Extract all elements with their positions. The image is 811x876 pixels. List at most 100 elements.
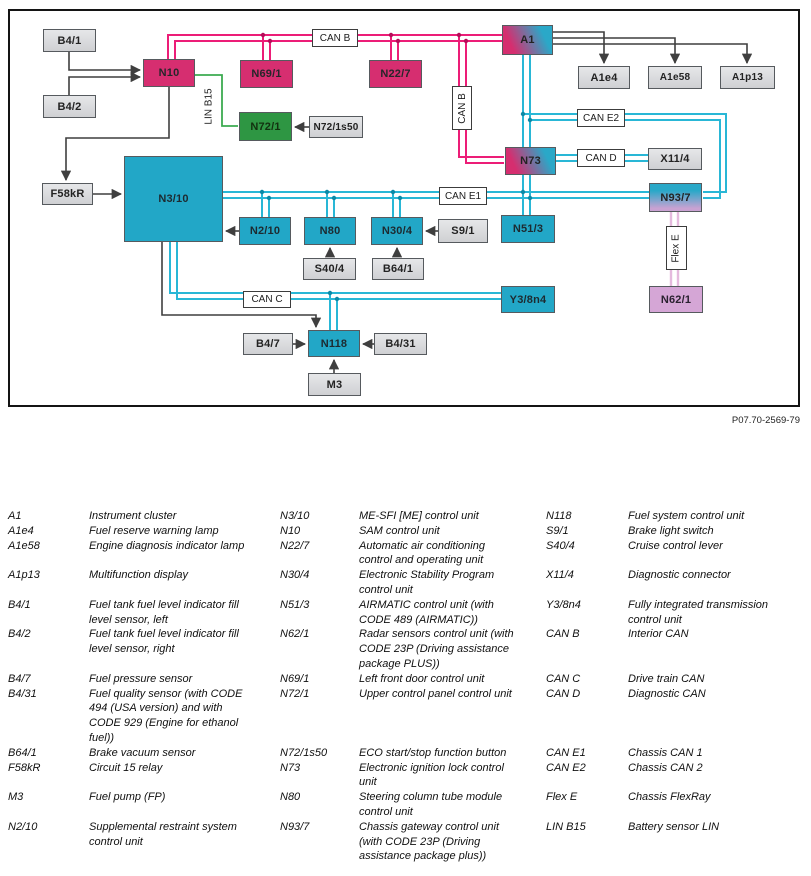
legend-code: B4/2 (8, 628, 31, 641)
legend-desc: Diagnostic CAN (628, 687, 706, 700)
legend-desc: Cruise control lever (628, 539, 723, 552)
unit-box-a1p13: A1p13 (720, 66, 775, 89)
bus-label-can-b: CAN B (312, 29, 358, 47)
unit-box-s9-1: S9/1 (438, 219, 488, 243)
legend-code: S9/1 (546, 524, 569, 537)
unit-box-n80: N80 (304, 217, 356, 245)
legend-code: N72/1 (280, 687, 310, 700)
bus-label-can-b-vertical: CAN B (452, 86, 472, 130)
legend-code: M3 (8, 791, 24, 804)
legend-code: N30/4 (280, 569, 310, 582)
legend-code: N93/7 (280, 820, 310, 833)
bus-label-can-d: CAN D (577, 149, 625, 167)
legend-code: N69/1 (280, 672, 310, 685)
legend-code: N2/10 (8, 820, 38, 833)
legend-desc: AIRMATIC control unit (with CODE 489 (AI… (359, 598, 494, 626)
legend-table: A1 Instrument cluster N3/10 ME-SFI [ME] con… (8, 509, 803, 864)
legend-desc: Fuel reserve warning lamp (89, 524, 219, 537)
unit-box-f58kr: F58kR (42, 183, 93, 205)
unit-box-s40-4: S40/4 (303, 258, 356, 280)
legend-desc: Upper control panel control unit (359, 687, 512, 700)
legend-desc: Radar sensors control unit (with CODE 23… (359, 628, 514, 670)
legend-desc: Chassis gateway control unit (with CODE … (359, 820, 500, 863)
legend-code: A1e58 (8, 539, 40, 552)
unit-box-a1: A1 (502, 25, 553, 55)
legend-desc: Fully integrated transmission control un… (628, 598, 769, 626)
unit-box-n69-1: N69/1 (240, 60, 293, 88)
signal-wires (60, 31, 753, 373)
legend-desc: Drive train CAN (628, 672, 705, 685)
legend-code: N3/10 (280, 510, 310, 522)
unit-box-n72-1s50: N72/1s50 (309, 116, 363, 138)
legend-code: B64/1 (8, 746, 37, 759)
unit-box-b4-31: B4/31 (374, 333, 427, 355)
unit-box-n2-10: N2/10 (239, 217, 291, 245)
junction-dots (259, 32, 533, 302)
legend-desc: Interior CAN (628, 628, 689, 641)
legend-desc: Battery sensor LIN (628, 820, 720, 833)
legend-code: N80 (280, 791, 301, 804)
legend-code: X11/4 (546, 569, 574, 582)
legend-code: S40/4 (546, 539, 575, 552)
unit-box-n30-4: N30/4 (371, 217, 423, 245)
legend-desc: Chassis FlexRay (628, 791, 711, 804)
legend-code: CAN E2 (546, 761, 586, 774)
unit-box-n22-7: N22/7 (369, 60, 422, 88)
legend-code: CAN C (546, 672, 581, 685)
unit-box-n62-1: N62/1 (649, 286, 703, 313)
unit-box-n3-10: N3/10 (124, 156, 223, 242)
unit-box-n72-1: N72/1 (239, 112, 292, 141)
unit-box-x11-4: X11/4 (648, 148, 702, 170)
unit-box-a1e4: A1e4 (578, 66, 630, 89)
legend-code: B4/1 (8, 598, 31, 611)
legend-code: B4/31 (8, 687, 37, 700)
legend-code: CAN E1 (546, 746, 586, 759)
diagram-caption: P07.70-2569-79 (731, 415, 800, 426)
legend-code: CAN B (546, 628, 580, 641)
legend-desc: ME-SFI [ME] control unit (359, 510, 479, 522)
legend-desc: Supplemental restraint system control un… (89, 820, 237, 848)
unit-box-n118: N118 (308, 330, 360, 357)
legend-code: N72/1s50 (280, 746, 328, 759)
legend-code: F58kR (8, 761, 41, 774)
unit-box-n51-3: N51/3 (501, 215, 555, 243)
legend-desc: Engine diagnosis indicator lamp (89, 539, 245, 552)
legend-desc: Fuel tank fuel level indicator fill leve… (89, 628, 239, 656)
bus-label-flex-e: Flex E (666, 226, 687, 270)
unit-box-m3: M3 (308, 373, 361, 396)
legend-desc: Circuit 15 relay (89, 761, 163, 774)
unit-box-n10: N10 (143, 59, 195, 87)
unit-box-a1e58: A1e58 (648, 66, 702, 89)
legend-code: A1 (8, 510, 22, 522)
legend-code: B4/7 (8, 672, 31, 685)
legend-desc: Fuel system control unit (628, 510, 745, 522)
legend-code: Flex E (546, 791, 578, 804)
legend-desc: Instrument cluster (89, 510, 177, 522)
legend-desc: Chassis CAN 2 (628, 761, 703, 774)
legend-desc: ECO start/stop function button (359, 746, 507, 759)
unit-box-b4-2: B4/2 (43, 95, 96, 118)
unit-box-b4-1: B4/1 (43, 29, 96, 52)
bus-label-can-e2: CAN E2 (577, 109, 625, 127)
legend-code: N51/3 (280, 598, 310, 611)
legend-desc: Electronic Stability Program control uni… (359, 569, 495, 596)
legend-desc: Fuel pump (FP) (89, 791, 166, 804)
legend-code: A1e4 (8, 524, 34, 537)
legend-desc: SAM control unit (359, 524, 440, 537)
legend-desc: Fuel quality sensor (with CODE 494 (USA … (89, 687, 243, 744)
unit-box-n93-7: N93/7 (649, 183, 702, 212)
legend-desc: Chassis CAN 1 (628, 746, 703, 759)
legend-code: N10 (280, 524, 301, 537)
lin-bus (195, 74, 238, 127)
legend-desc: Fuel pressure sensor (89, 672, 193, 685)
unit-box-b64-1: B64/1 (372, 258, 424, 280)
legend-desc: Diagnostic connector (628, 569, 731, 582)
legend-desc: Fuel tank fuel level indicator fill leve… (89, 598, 239, 626)
bus-label-can-c: CAN C (243, 291, 291, 308)
legend-desc: Automatic air conditioning control and o… (359, 539, 485, 567)
legend-code: CAN D (546, 687, 581, 700)
legend-desc: Steering column tube module control unit (359, 791, 503, 818)
unit-box-b4-7: B4/7 (243, 333, 293, 355)
legend-code: N73 (280, 761, 301, 774)
